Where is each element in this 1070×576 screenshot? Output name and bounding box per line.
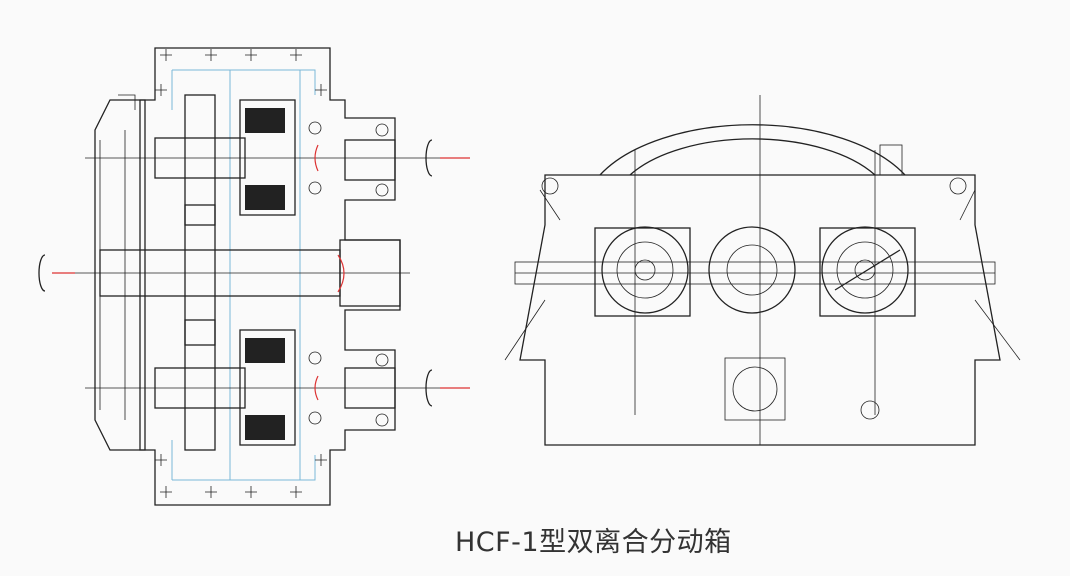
- rotation-arrow-icons: [38, 139, 470, 407]
- side-section-view: [38, 47, 470, 506]
- diagram-caption: HCF-1型双离合分动箱: [455, 527, 732, 558]
- front-view: [504, 95, 1021, 446]
